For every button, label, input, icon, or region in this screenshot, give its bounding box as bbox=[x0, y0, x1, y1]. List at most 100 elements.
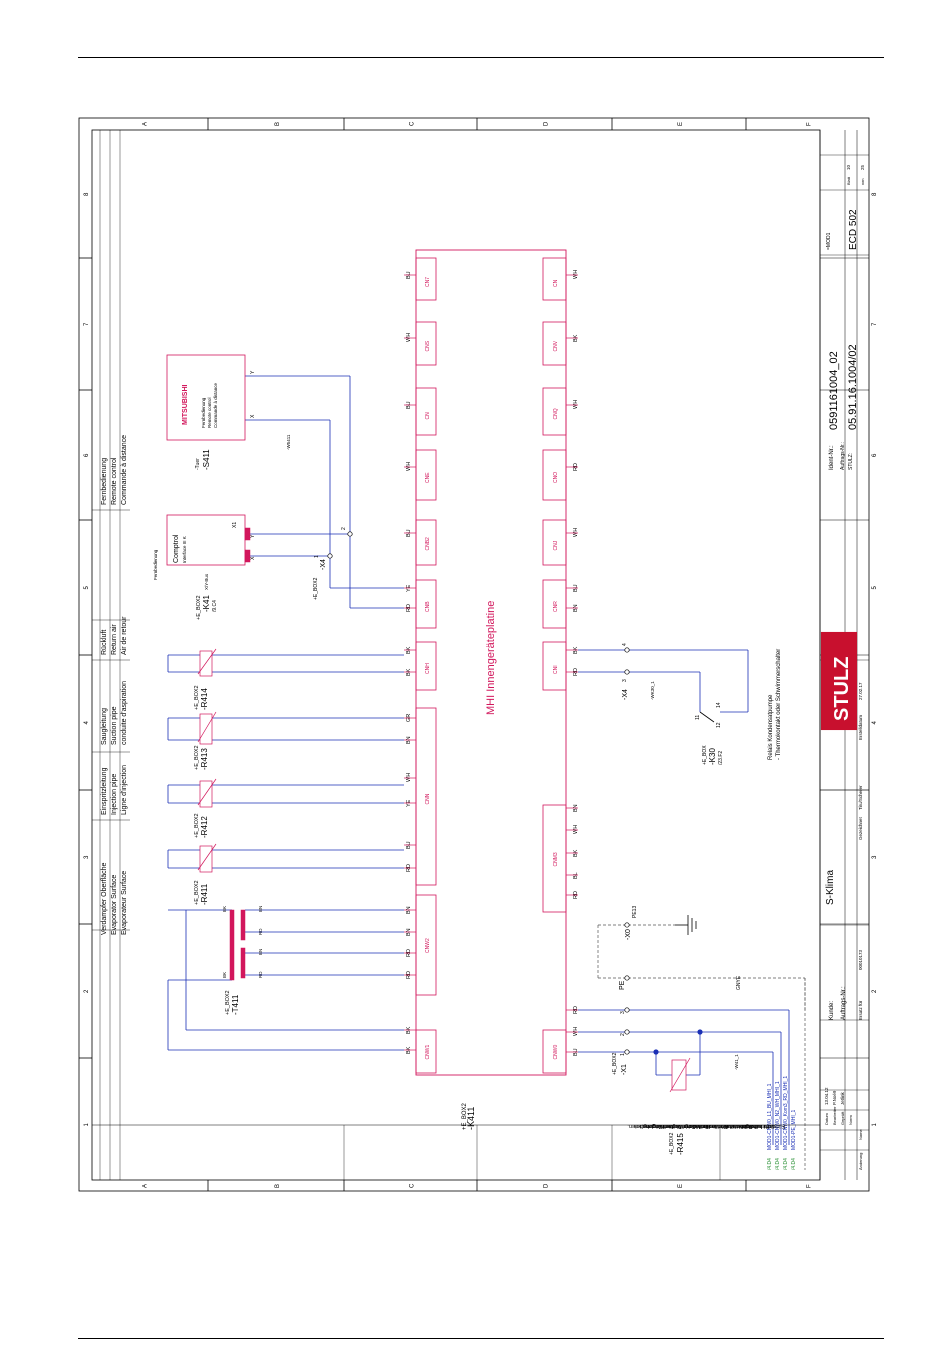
connector-name: CNV bbox=[553, 340, 559, 351]
remote-x: X bbox=[250, 414, 256, 418]
legend-text: Evaporateur Surface bbox=[121, 871, 128, 935]
remote-text: Fernbedienung bbox=[201, 397, 206, 428]
pin: RD bbox=[258, 971, 263, 978]
stulz-logo bbox=[820, 631, 858, 731]
thermistor-slash bbox=[197, 843, 217, 871]
x4b-tag: -X4 bbox=[622, 689, 629, 700]
right-connector bbox=[542, 321, 567, 366]
tb-value: S-Klima bbox=[825, 870, 836, 905]
comptrol-prefix: +E_BOX2 bbox=[196, 595, 202, 620]
row-label-top: D bbox=[544, 121, 550, 126]
x4-tag: -X4 bbox=[320, 559, 327, 570]
tb-label: Änderung bbox=[858, 1153, 863, 1170]
tb-value: 27.02.17 bbox=[858, 682, 863, 700]
col-label-left: 5 bbox=[84, 586, 90, 590]
terminal bbox=[624, 1029, 630, 1035]
x4-pin: 2 bbox=[341, 527, 347, 530]
thermistor-slash bbox=[197, 778, 217, 806]
gnye-label: GNYE bbox=[736, 975, 742, 990]
tb-label: Name bbox=[858, 1129, 863, 1140]
tb-label: Norm bbox=[848, 1115, 853, 1125]
tb-value: P.Noé9 bbox=[832, 1090, 837, 1105]
col-label-left: 1 bbox=[84, 1123, 90, 1127]
col-label-right: 7 bbox=[872, 322, 878, 326]
ref-col: /4.D4 bbox=[775, 1158, 781, 1170]
tb-label: Ident-Nr.: bbox=[829, 445, 835, 470]
ref-label: MOD1-CNW0_Kom3_RD_MHI_1 bbox=[783, 1076, 789, 1150]
tb-value: Tiru/Scherer bbox=[858, 785, 863, 810]
col-label-left: 3 bbox=[84, 855, 90, 859]
left-connector bbox=[415, 387, 437, 436]
tb-value: 25 bbox=[860, 164, 865, 170]
left-connector bbox=[415, 1029, 437, 1074]
ref-col: /4.D4 bbox=[791, 1158, 797, 1170]
col-label-right: 5 bbox=[872, 586, 878, 590]
pin: RD bbox=[258, 928, 263, 935]
sensor-tag: -R411 bbox=[200, 883, 209, 905]
right-connector bbox=[542, 257, 567, 301]
col-label-left: 6 bbox=[84, 453, 90, 457]
remote-brand: MITSUBISHI bbox=[182, 385, 189, 426]
ref-label: MOD1-CNW0_N2_WH_MHI_1 bbox=[775, 1081, 781, 1150]
right-connector bbox=[542, 1029, 567, 1074]
tb-value: 13.04.12 bbox=[824, 1087, 829, 1105]
footer-rule bbox=[78, 1338, 884, 1339]
tb-label: Blatt bbox=[846, 176, 851, 185]
copyright: sind ohne unsere ausdrückliche Zustimmun… bbox=[627, 1123, 761, 1129]
remote-prefix: -Tuer bbox=[195, 458, 201, 470]
ident-no: 0591161004_02 bbox=[828, 351, 840, 430]
legend-text: Evaporator Surface bbox=[111, 875, 118, 935]
x4b-pin: 3 bbox=[622, 679, 628, 682]
tb-label: Ersatz für bbox=[858, 1000, 863, 1020]
row-label-bottom: A bbox=[143, 1184, 149, 1188]
connector-name: CNR bbox=[553, 601, 559, 612]
row-label-bottom: E bbox=[678, 1184, 684, 1188]
connector-name: CN bbox=[425, 412, 431, 420]
col-label-left: 7 bbox=[84, 322, 90, 326]
tb-label: Datum bbox=[824, 1113, 829, 1125]
r415-prefix: +E_BOX2 bbox=[669, 1132, 675, 1155]
x0-tag: -X0 bbox=[625, 929, 632, 940]
comptrol-bus: X/Y-Bus bbox=[204, 573, 209, 590]
legend-text: Einspritzleitung bbox=[101, 767, 108, 815]
sensor-tag: -R413 bbox=[200, 748, 209, 770]
legend-text: Ligne d'injection bbox=[121, 765, 128, 815]
connector-name: CNB2 bbox=[425, 537, 431, 551]
sensor-prefix: +E_BOX2 bbox=[194, 813, 200, 838]
transformer-coil bbox=[229, 909, 235, 981]
sensor-prefix: +E_BOX2 bbox=[194, 880, 200, 905]
legend-text: Rückluft bbox=[101, 630, 108, 655]
components: +E_BOX2-R411+E_BOX2-R412+E_BOX2-R413+E_B… bbox=[153, 354, 797, 1170]
left-connector bbox=[415, 641, 437, 691]
junction-dot bbox=[697, 1029, 703, 1035]
left-connector bbox=[415, 519, 437, 566]
pin-color: BL bbox=[573, 872, 579, 879]
col-label-left: 4 bbox=[84, 721, 90, 725]
comptrol-x: X bbox=[250, 556, 256, 560]
connector-name: CNW1 bbox=[425, 1045, 431, 1060]
copyright: stand behalten wir uns alle Rechte vor. … bbox=[642, 1123, 777, 1129]
tb-label: Erstelldatum bbox=[858, 715, 863, 740]
connector-name: CN bbox=[553, 279, 559, 287]
thermistor-slash bbox=[197, 711, 217, 743]
col-label-right: 3 bbox=[872, 855, 878, 859]
legend-text: Air de retour bbox=[121, 616, 128, 655]
terminal bbox=[327, 553, 333, 559]
remote-text: Remote control bbox=[207, 397, 212, 428]
legend-text: Suction pipe bbox=[111, 706, 118, 745]
row-label-top: C bbox=[410, 121, 416, 126]
pin: BK bbox=[222, 972, 227, 978]
tb-label: Auftrags-Nr.: bbox=[840, 442, 846, 470]
mod-label: =MOD1 bbox=[826, 232, 832, 250]
comptrol-x1: X1 bbox=[232, 522, 238, 528]
connector-name: CNO bbox=[553, 472, 559, 483]
relay-contact bbox=[699, 711, 715, 723]
sensor-prefix: +E_BOX2 bbox=[194, 685, 200, 710]
terminal-block bbox=[244, 549, 251, 563]
stulz-logo-text: STULZ bbox=[831, 657, 853, 721]
terminal bbox=[624, 922, 630, 928]
ref-label: MOD1-CNW0_L1_BU_MHI_1 bbox=[767, 1083, 773, 1150]
title-block: Für dieses Dokument und den darin darges… bbox=[92, 130, 869, 1180]
